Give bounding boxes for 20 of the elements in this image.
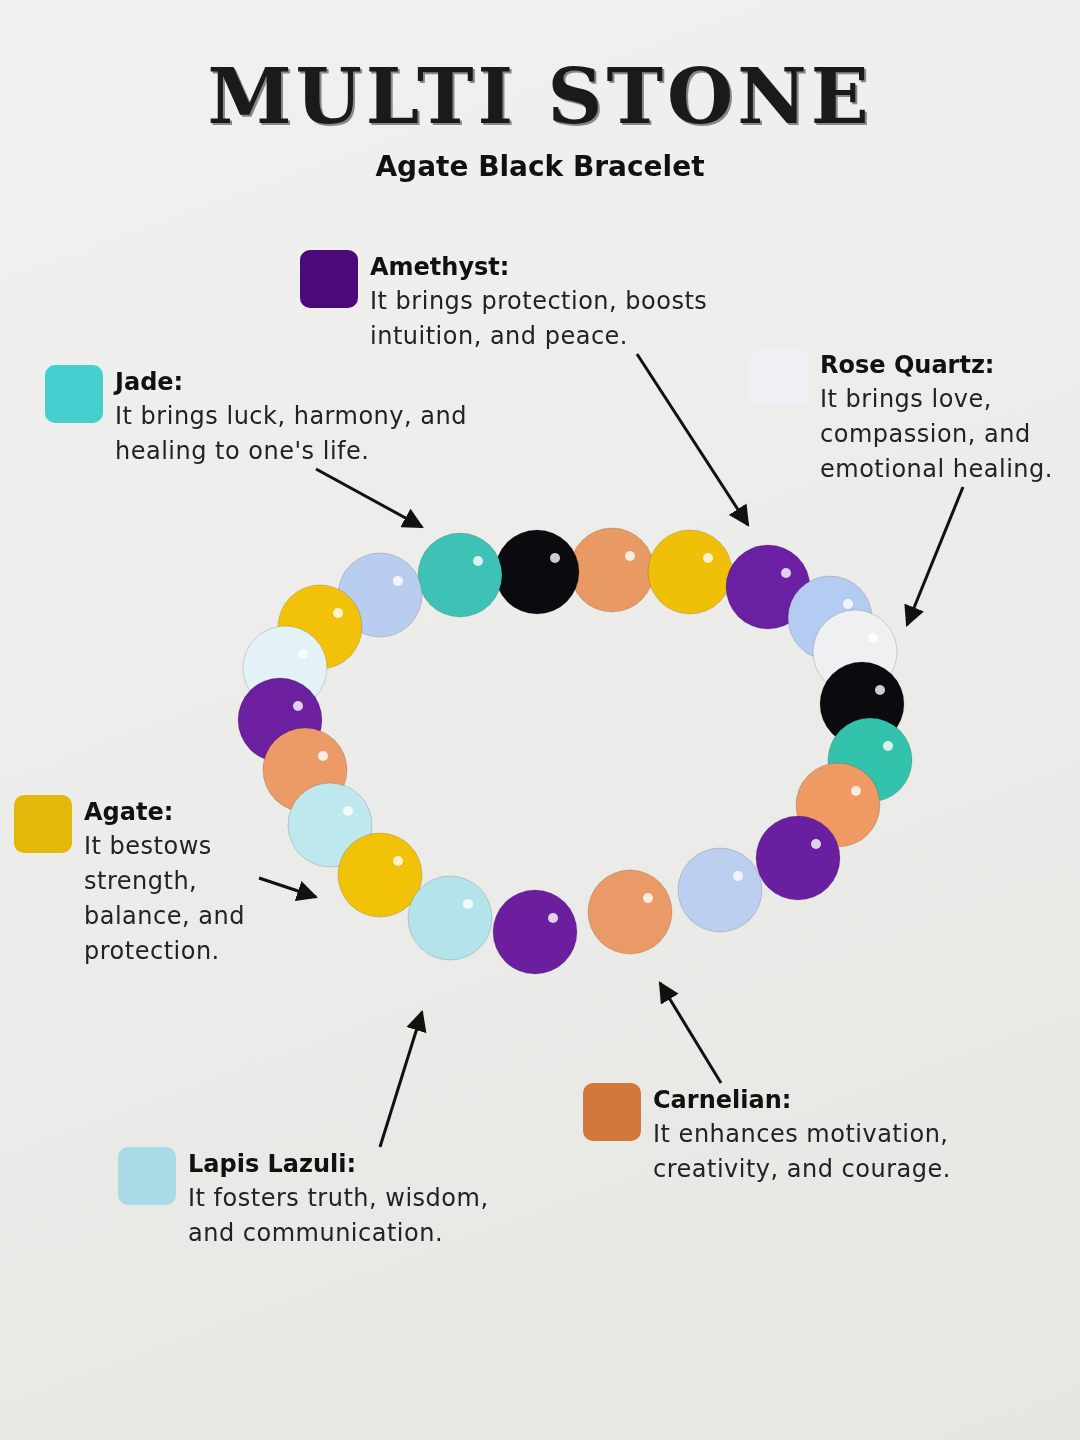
leader-arrow [658, 981, 723, 1084]
leader-arrow [635, 353, 750, 527]
leader-arrow [378, 1010, 427, 1148]
leader-arrow [258, 876, 318, 901]
stone-name: Agate: [84, 797, 175, 828]
leader-arrow [315, 467, 424, 529]
stone-description: It fosters truth, wisdom, and communication. [188, 1183, 490, 1249]
leader-arrow [904, 486, 965, 627]
stone-description: It brings luck, harmony, and healing to one's life. [115, 401, 468, 467]
stone-description: It bestows strength, balance, and protection. [84, 831, 246, 967]
stone-description: It brings protection, boosts intuition, and peace. [370, 286, 709, 352]
stone-description: It enhances motivation, creativity, and courage. [653, 1119, 952, 1185]
subtitle: Agate Black Bracelet [374, 150, 706, 183]
stone-name: Lapis Lazuli: [188, 1149, 358, 1180]
stone-description: It brings love, compassion, and emotional healing. [820, 384, 1054, 485]
stone-name: Rose Quartz: [820, 350, 996, 381]
stone-name: Carnelian: [653, 1085, 793, 1116]
title: MULTI STONE [206, 52, 874, 141]
stone-name: Amethyst: [370, 252, 511, 283]
stone-name: Jade: [115, 367, 185, 398]
